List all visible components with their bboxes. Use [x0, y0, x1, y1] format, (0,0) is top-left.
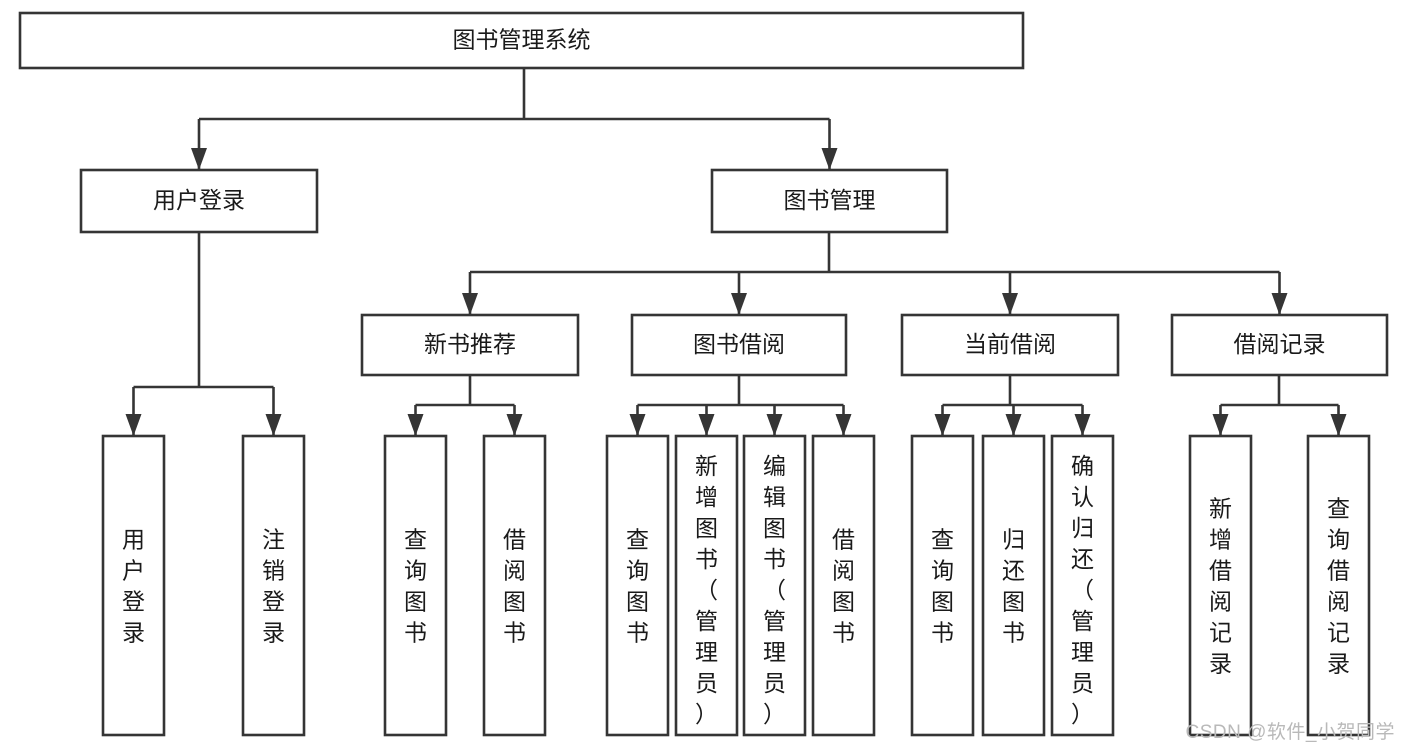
diagram-node-leaf[interactable]: 注销登录: [241, 434, 306, 737]
connector-group: [934, 375, 1091, 436]
diagram-node-leaf[interactable]: 确认归还（管理员）: [1050, 434, 1115, 737]
node-box[interactable]: [811, 434, 876, 737]
node-label: 归还图书: [1002, 527, 1025, 646]
connector-group: [191, 68, 838, 170]
node-label: 确认归还（管理员）: [1071, 453, 1094, 727]
diagram-node-root[interactable]: 图书管理系统: [18, 11, 1025, 70]
node-box[interactable]: [1306, 434, 1371, 737]
node-label: 借阅图书: [503, 527, 526, 646]
node-box[interactable]: [1170, 313, 1389, 377]
node-label: 图书管理: [784, 187, 876, 213]
connector-group: [125, 232, 282, 436]
node-label: 查询图书: [404, 527, 427, 646]
diagram-node-level3[interactable]: 新书推荐: [360, 313, 580, 377]
diagram-node-leaf[interactable]: 编辑图书（管理员）: [742, 434, 807, 737]
diagram-node-level3[interactable]: 借阅记录: [1170, 313, 1389, 377]
diagram-node-leaf[interactable]: 新增借阅记录: [1188, 434, 1253, 737]
diagram-node-leaf[interactable]: 查询图书: [605, 434, 670, 737]
node-label: 新增借阅记录: [1209, 496, 1232, 677]
node-label: 用户登录: [153, 187, 245, 213]
node-box[interactable]: [101, 434, 166, 737]
diagram-node-leaf[interactable]: 新增图书（管理员）: [674, 434, 739, 737]
node-box[interactable]: [630, 313, 848, 377]
node-box[interactable]: [383, 434, 448, 737]
node-box[interactable]: [605, 434, 670, 737]
node-box[interactable]: [981, 434, 1046, 737]
diagram-node-leaf[interactable]: 借阅图书: [811, 434, 876, 737]
diagram-node-leaf[interactable]: 借阅图书: [482, 434, 547, 737]
node-label: 借阅图书: [832, 527, 855, 646]
node-label: 注销登录: [262, 527, 285, 646]
diagram-node-level2[interactable]: 用户登录: [79, 168, 319, 234]
node-box[interactable]: [241, 434, 306, 737]
node-label: 查询图书: [626, 527, 649, 646]
diagram-node-level3[interactable]: 图书借阅: [630, 313, 848, 377]
diagram-node-leaf[interactable]: 查询图书: [910, 434, 975, 737]
node-box[interactable]: [742, 434, 807, 737]
node-box[interactable]: [710, 168, 949, 234]
node-label: 编辑图书（管理员）: [763, 453, 786, 727]
diagram-node-leaf[interactable]: 查询借阅记录: [1306, 434, 1371, 737]
node-box[interactable]: [79, 168, 319, 234]
connector-group: [629, 375, 852, 436]
connector-group: [407, 375, 523, 436]
node-box[interactable]: [1050, 434, 1115, 737]
connector-group: [1212, 375, 1347, 436]
node-label: 新增图书（管理员）: [695, 453, 718, 727]
node-box[interactable]: [18, 11, 1025, 70]
node-label: 查询图书: [931, 527, 954, 646]
node-label: 用户登录: [122, 527, 145, 646]
node-box[interactable]: [910, 434, 975, 737]
node-box[interactable]: [900, 313, 1120, 377]
node-label: 图书管理系统: [453, 27, 591, 53]
node-box[interactable]: [482, 434, 547, 737]
connector-layer: [125, 68, 1347, 436]
node-label: 借阅记录: [1234, 331, 1326, 357]
diagram-node-leaf[interactable]: 用户登录: [101, 434, 166, 737]
node-label: 图书借阅: [693, 331, 785, 357]
node-box[interactable]: [674, 434, 739, 737]
diagram-node-leaf[interactable]: 归还图书: [981, 434, 1046, 737]
node-box[interactable]: [360, 313, 580, 377]
connector-group: [462, 232, 1288, 315]
diagram-node-level3[interactable]: 当前借阅: [900, 313, 1120, 377]
csdn-watermark: CSDN @软件_小贺同学: [1185, 722, 1395, 743]
node-label: 新书推荐: [424, 331, 516, 357]
node-box[interactable]: [1188, 434, 1253, 737]
node-layer: 图书管理系统用户登录图书管理新书推荐图书借阅当前借阅借阅记录用户登录注销登录查询…: [18, 11, 1389, 737]
node-label: 查询借阅记录: [1327, 496, 1350, 677]
diagram-node-leaf[interactable]: 查询图书: [383, 434, 448, 737]
node-label: 当前借阅: [964, 331, 1056, 357]
diagram-node-level2[interactable]: 图书管理: [710, 168, 949, 234]
